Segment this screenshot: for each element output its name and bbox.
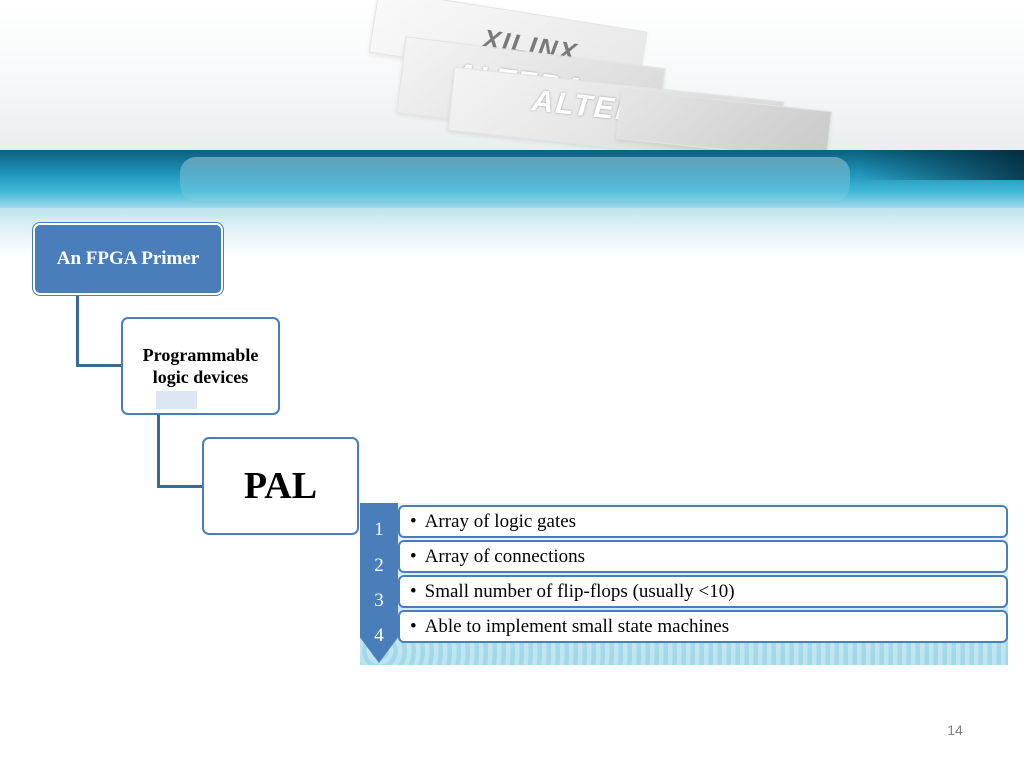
decorative-block [156, 391, 197, 409]
list-item-1-text: Array of logic gates [424, 510, 577, 532]
node-pal-label: PAL [243, 465, 318, 507]
header-banner: XILINX ALTERA ALTERA [0, 0, 1024, 258]
list-number-4: 4 [374, 625, 384, 646]
node-fpga-primer: An FPGA Primer [33, 223, 223, 295]
connector-level-2-3 [157, 415, 203, 488]
list-item-1: • Array of logic gates [398, 505, 1008, 538]
bullet-icon: • [410, 615, 417, 637]
banner-bar [0, 150, 1024, 208]
list-item-2: • Array of connections [398, 540, 1008, 573]
list-item-4: • Able to implement small state machines [398, 610, 1008, 643]
node-programmable-logic-devices-label: Programmable logic devices [142, 345, 259, 387]
node-programmable-logic-devices: Programmable logic devices [121, 317, 280, 415]
list-item-3-text: Small number of flip-flops (usually <10) [424, 580, 735, 602]
node-pal: PAL [202, 437, 359, 535]
bullet-icon: • [410, 580, 417, 602]
list-number-3: 3 [374, 590, 384, 611]
number-strip [360, 503, 398, 663]
list-number-2: 2 [374, 555, 384, 576]
banner-highlight [180, 157, 850, 201]
node-fpga-primer-label: An FPGA Primer [56, 248, 200, 269]
connector-level-1-2 [76, 295, 122, 367]
list-item-4-text: Able to implement small state machines [424, 615, 730, 637]
banner-shadow [860, 150, 1024, 180]
bullet-icon: • [410, 510, 417, 532]
page-number: 14 [947, 722, 963, 738]
list-item-2-text: Array of connections [424, 545, 586, 567]
list-item-3: • Small number of flip-flops (usually <1… [398, 575, 1008, 608]
bullet-icon: • [410, 545, 417, 567]
list-number-1: 1 [374, 519, 384, 540]
